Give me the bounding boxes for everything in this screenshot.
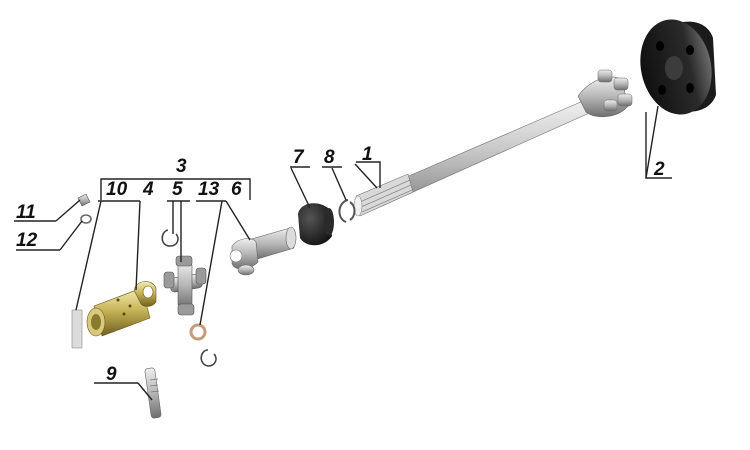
callout-2: 2 [654, 159, 665, 180]
pin-part-9 [144, 367, 162, 419]
coupling-part-4 [86, 281, 157, 337]
leader-lines [14, 105, 672, 401]
bolt-part-11 [77, 193, 91, 207]
callout-4: 4 [143, 179, 154, 200]
strip-part-10 [71, 309, 83, 349]
callout-11: 11 [16, 202, 36, 223]
callout-6: 6 [231, 179, 242, 200]
callout-8: 8 [324, 147, 335, 168]
shaft-part-1 [353, 69, 633, 217]
snap-ring-part-8 [338, 199, 356, 223]
callout-13: 13 [198, 179, 220, 200]
circlip-lower [200, 349, 217, 367]
callout-7: 7 [293, 147, 304, 168]
callout-3: 3 [176, 156, 187, 177]
circlip-upper [161, 229, 179, 247]
callout-5: 5 [172, 179, 183, 200]
callout-10: 10 [106, 179, 128, 200]
washer-part-12 [80, 214, 92, 224]
callout-9: 9 [106, 364, 117, 385]
callout-1: 1 [362, 144, 373, 165]
callout-12: 12 [16, 230, 38, 251]
boot-part-7 [298, 203, 334, 246]
flange-part-2 [640, 19, 716, 115]
yoke-part-6 [229, 226, 297, 276]
washer-part-13 [189, 323, 207, 341]
cross-part-5 [163, 255, 207, 316]
